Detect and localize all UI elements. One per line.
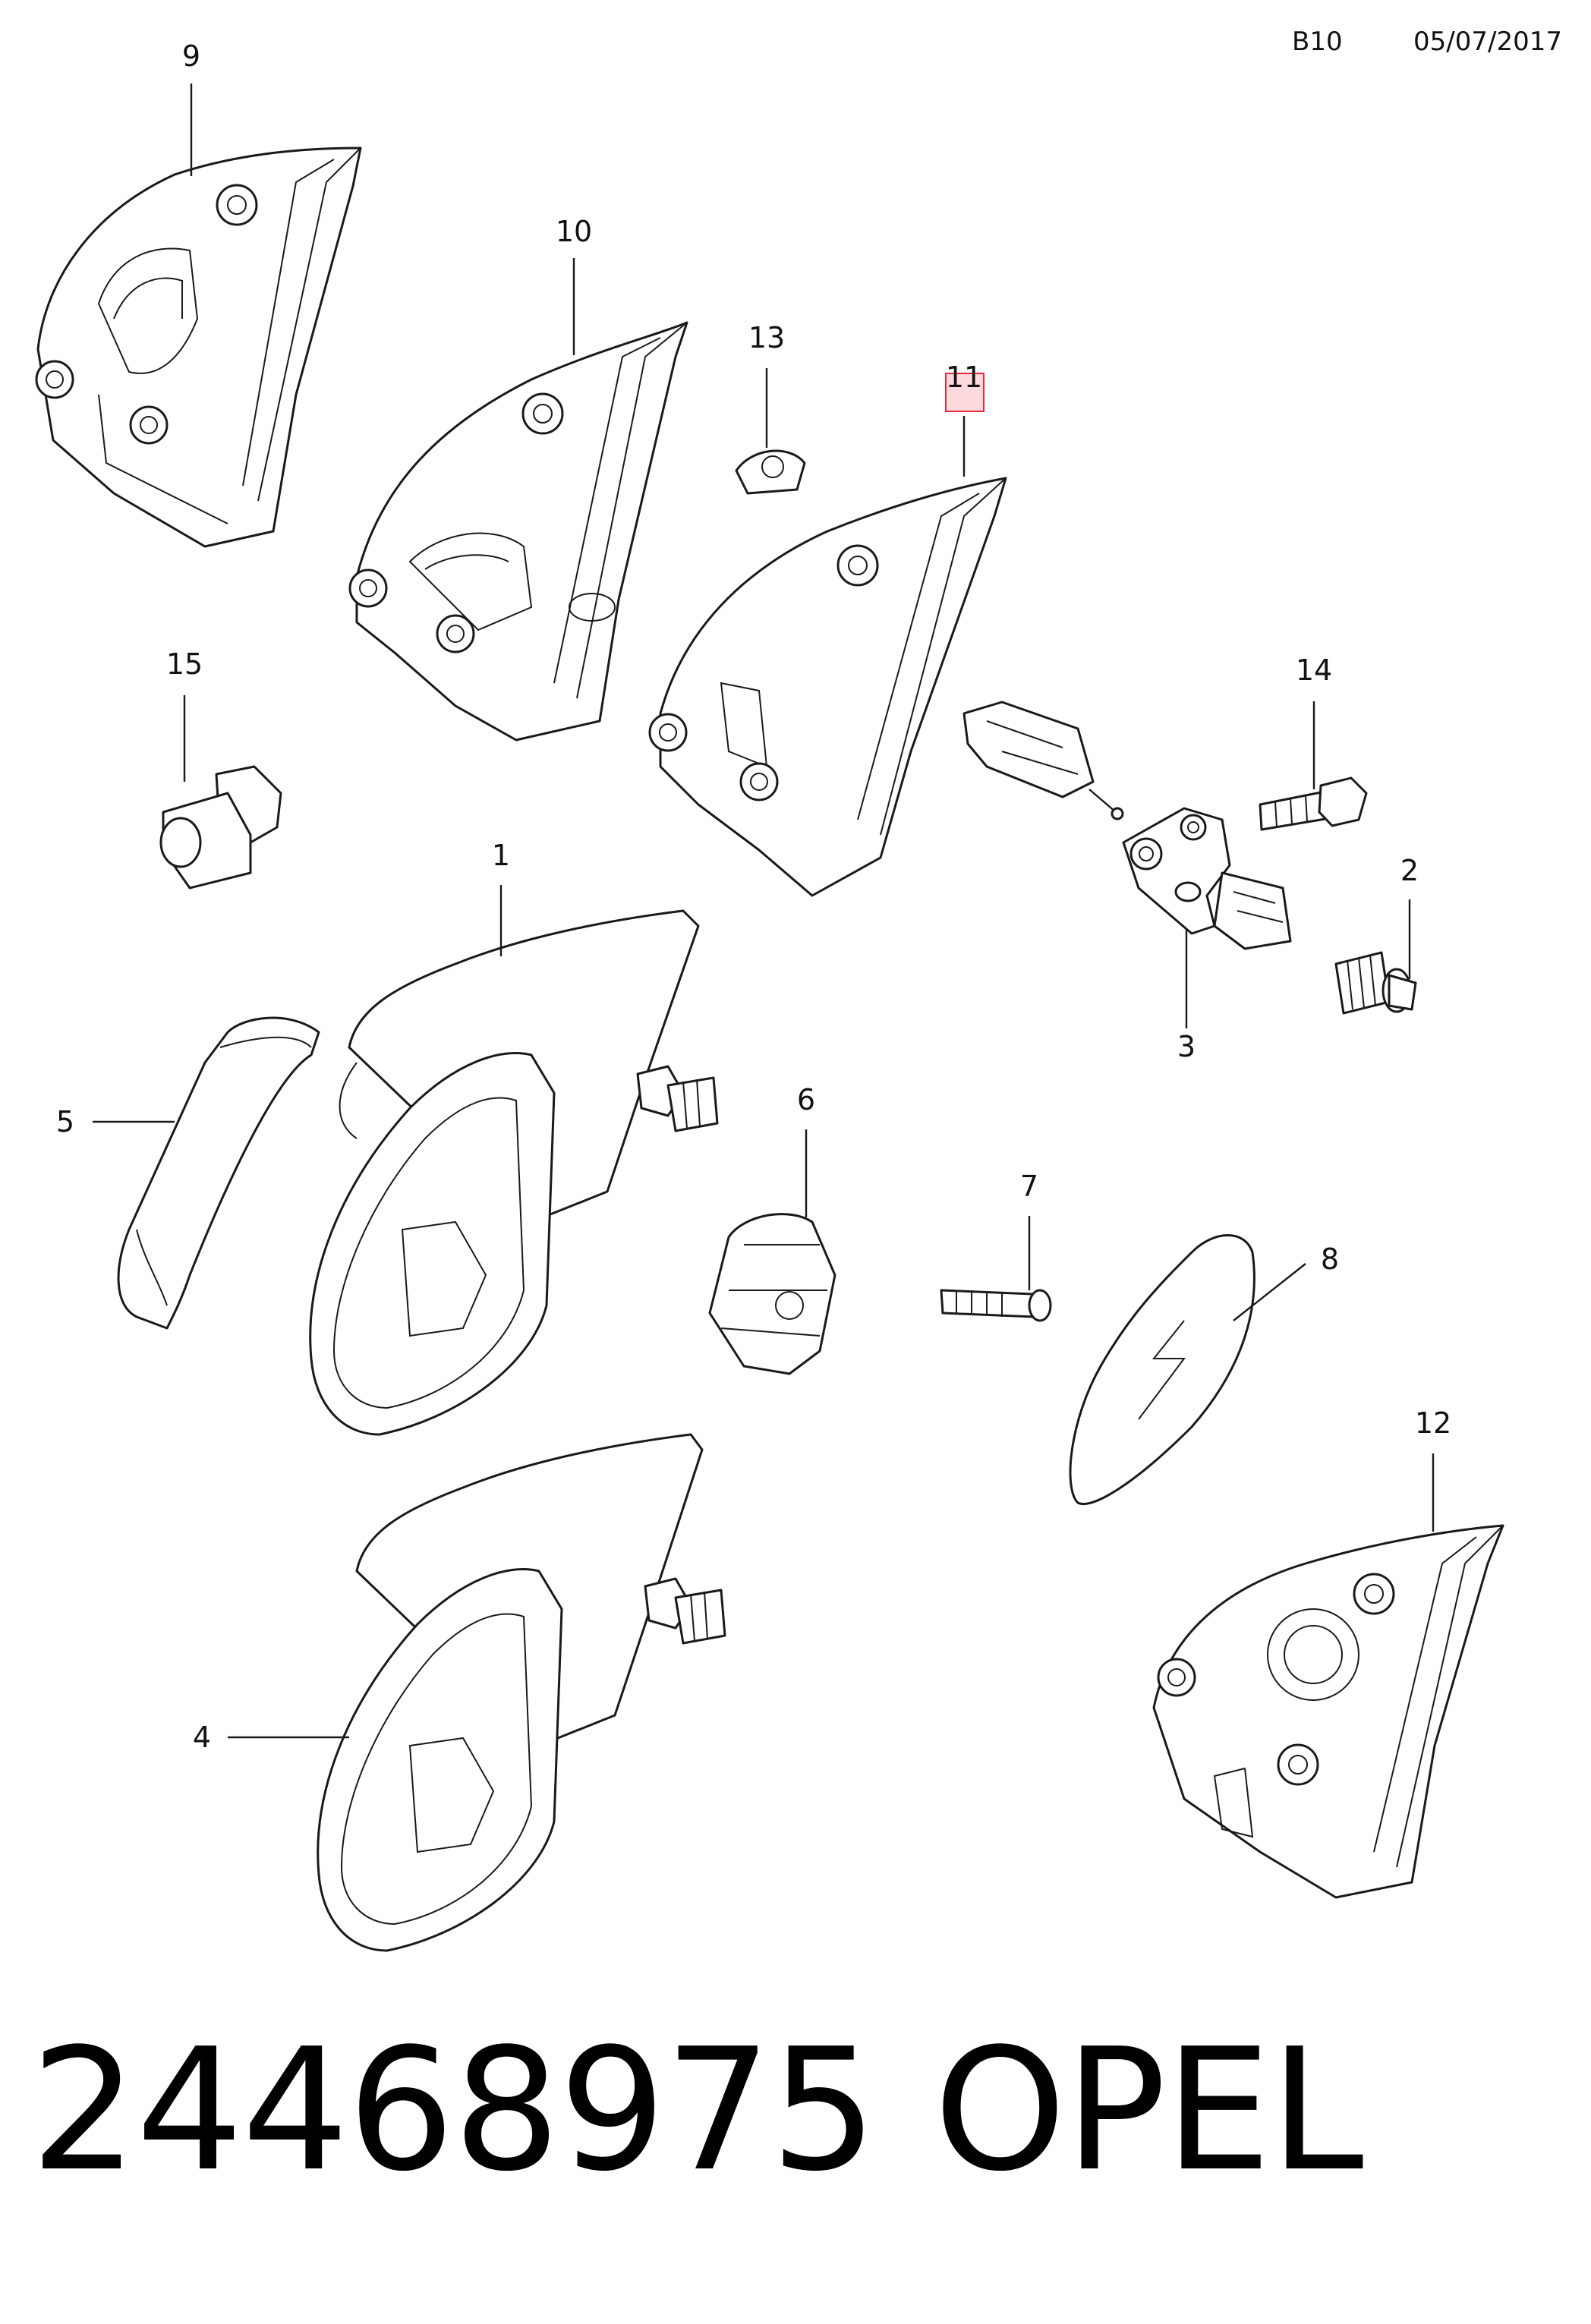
- part-4-mirror-assembly: [317, 1433, 726, 1952]
- part-2-plug: [1334, 951, 1417, 1015]
- part-15-nut: [159, 765, 282, 890]
- part-7-screw: [940, 1289, 1052, 1322]
- part-1-mirror-assembly: [309, 909, 719, 1436]
- callout-5: 5: [56, 1105, 74, 1138]
- part-11-mirror-base: [648, 477, 1007, 897]
- callout-8: 8: [1321, 1242, 1339, 1276]
- part-13-clip: [735, 449, 806, 495]
- callout-15: 15: [166, 647, 203, 681]
- part-10-mirror-base: [348, 321, 688, 742]
- mirror-motor-connector: [962, 701, 1124, 820]
- callout-13: 13: [748, 321, 785, 354]
- diagram-code: B10: [1292, 27, 1343, 57]
- part-5-cover-strip: [117, 1016, 320, 1330]
- part-6-actuator: [708, 1213, 836, 1375]
- part-14-bolt: [1259, 776, 1368, 831]
- callout-11: 11: [946, 361, 982, 394]
- callout-2: 2: [1400, 854, 1419, 887]
- callout-14: 14: [1296, 653, 1332, 687]
- callout-12: 12: [1415, 1406, 1451, 1440]
- callout-7: 7: [1020, 1170, 1038, 1203]
- callout-labels: 9 10 13 11 15 14 2 3 1 5 6 7 8 12 4: [56, 39, 1451, 1754]
- callout-4: 4: [193, 1721, 211, 1754]
- callout-1: 1: [492, 839, 510, 872]
- part-9-mirror-base: [35, 146, 362, 548]
- callout-11-highlight: [945, 373, 985, 412]
- part-number: 24468975: [30, 2013, 877, 2209]
- callout-9: 9: [182, 39, 200, 73]
- callout-6: 6: [797, 1083, 815, 1116]
- diagram-date: 05/07/2017: [1413, 27, 1562, 57]
- brand-name: OPEL: [934, 2013, 1364, 2209]
- leader-lines: [93, 83, 1435, 1739]
- part-3-motor-bracket: [1122, 807, 1292, 950]
- part-8-mirror-glass: [1069, 1234, 1255, 1505]
- callout-3: 3: [1177, 1030, 1196, 1063]
- callout-10: 10: [556, 215, 592, 248]
- part-12-mirror-base: [1152, 1524, 1504, 1899]
